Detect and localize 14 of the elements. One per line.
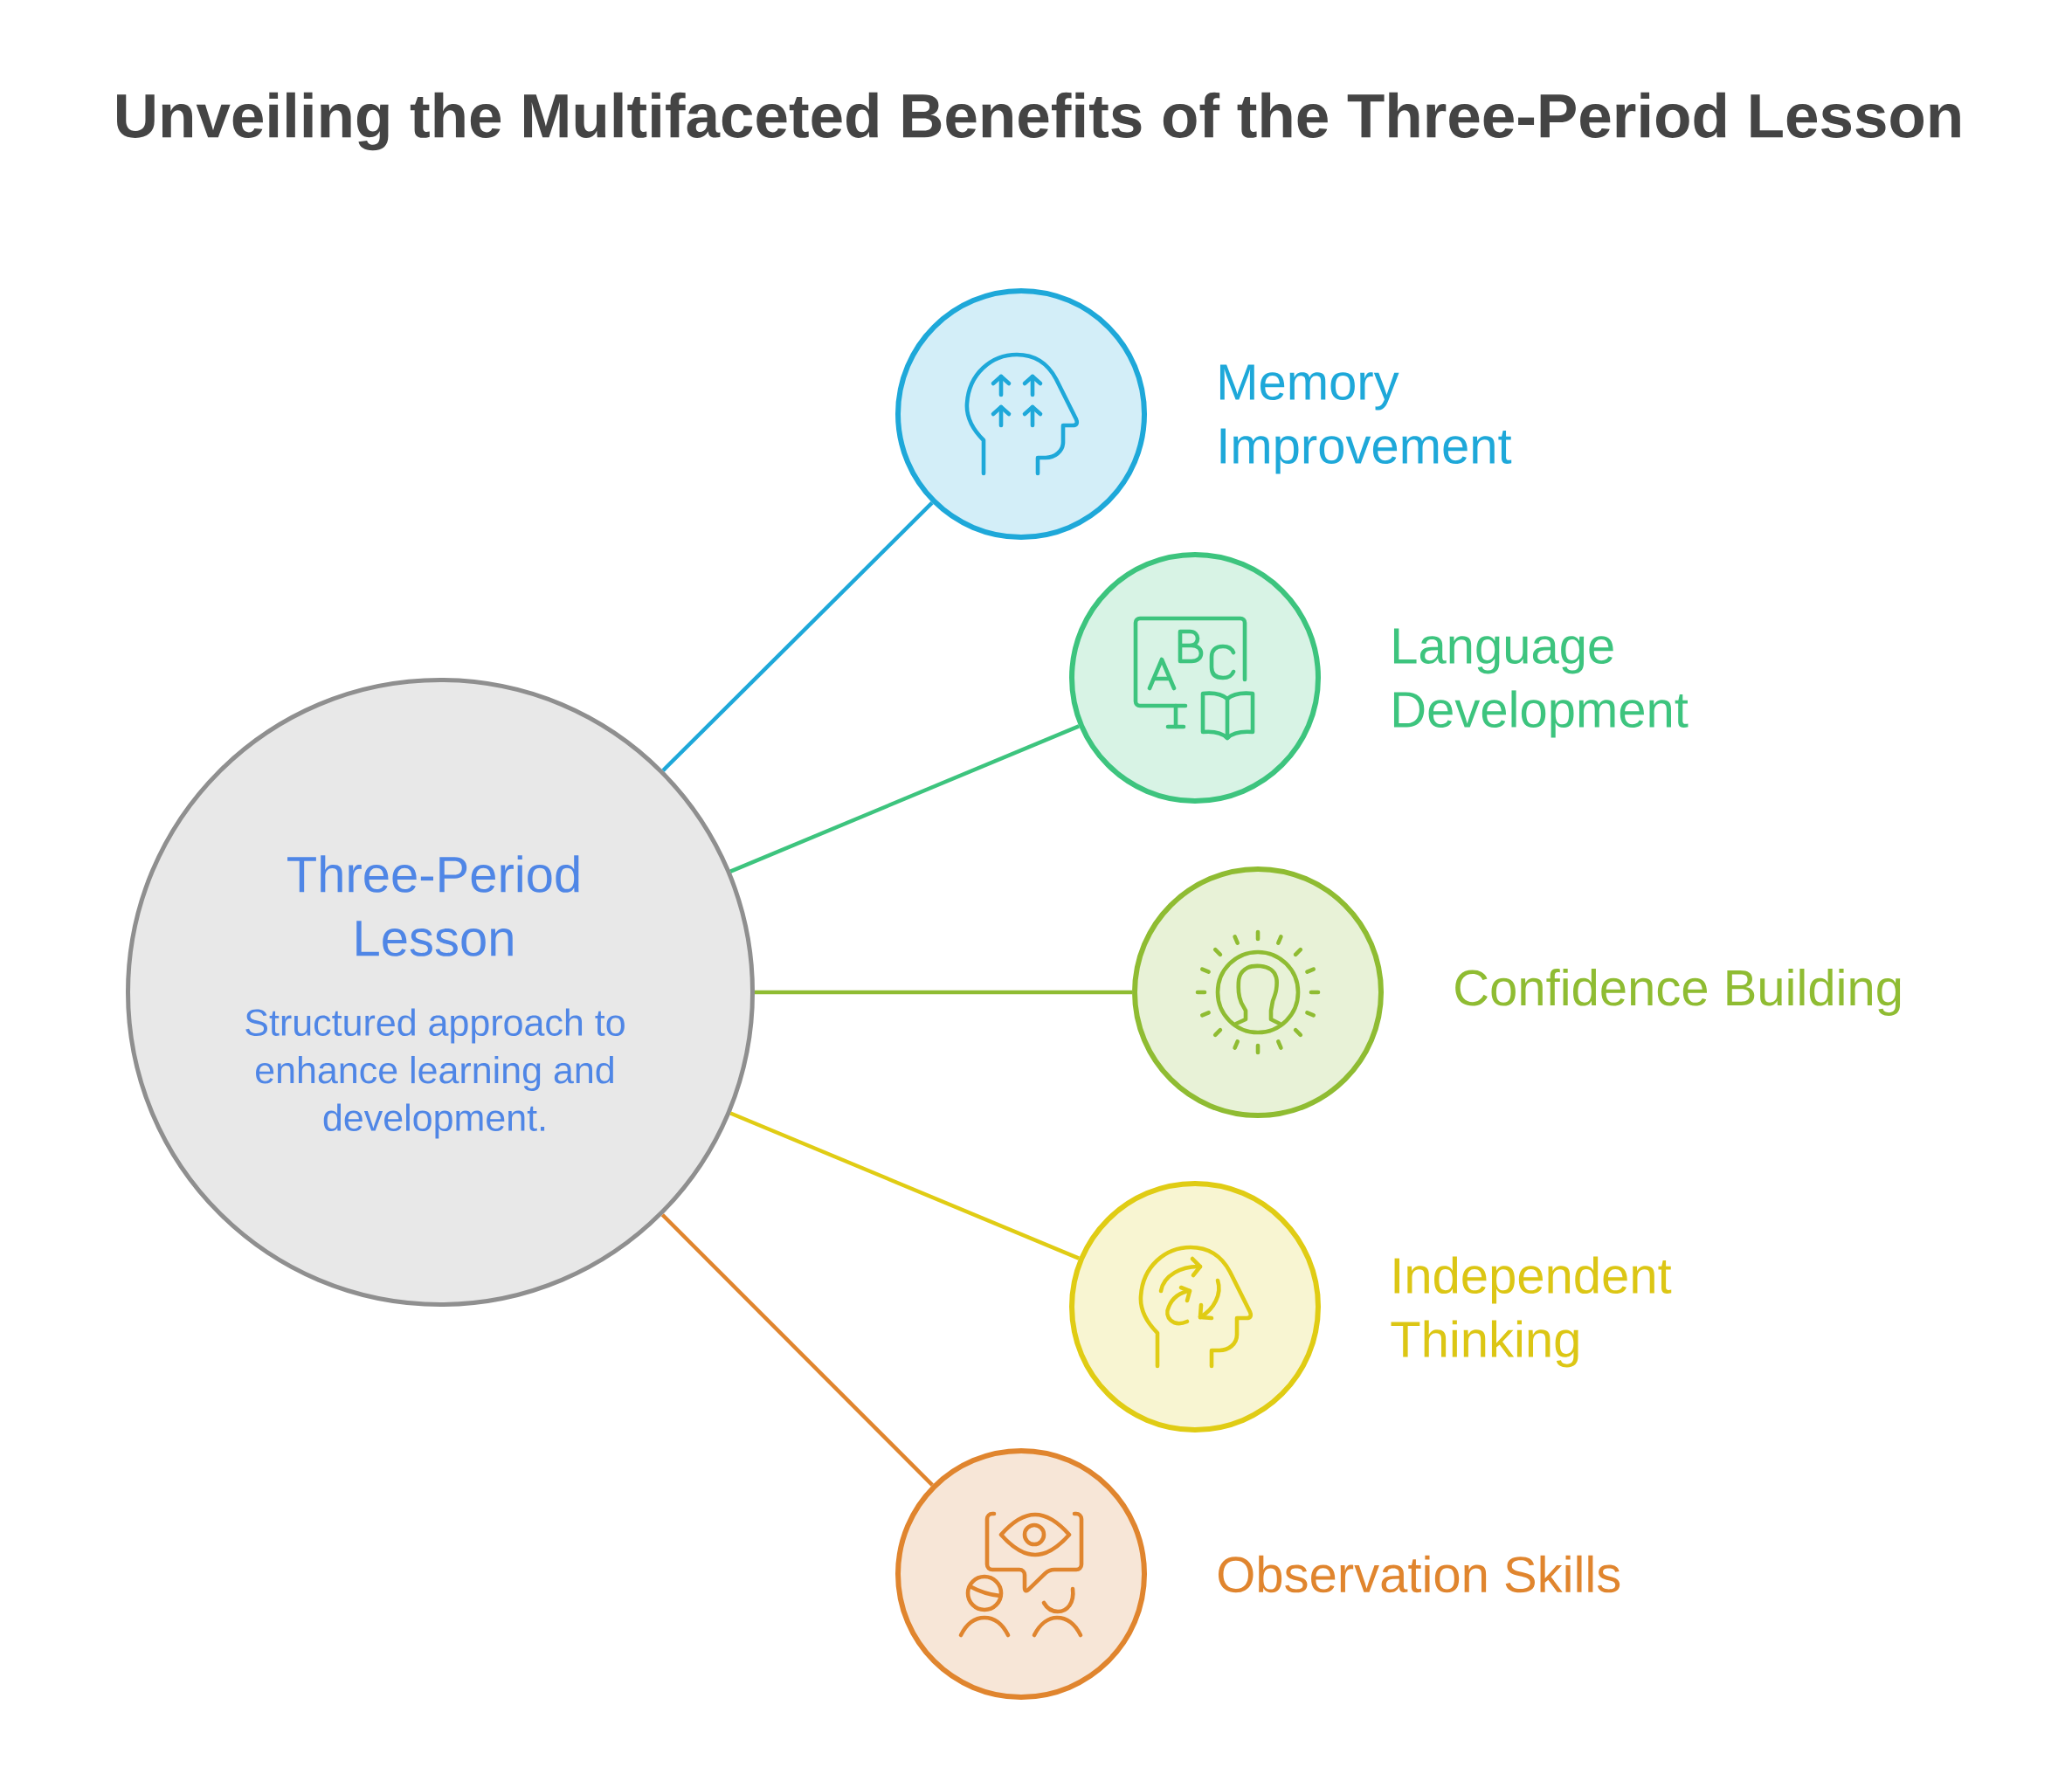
connector-line xyxy=(661,501,934,772)
topic-heading: Three-Period Lesson xyxy=(287,855,579,956)
connector-line xyxy=(660,1213,934,1487)
connector-line xyxy=(755,990,1132,995)
connector-line xyxy=(729,1111,1080,1260)
title: Unveiling the Multifaceted Benefits of the Three-Period Lesson xyxy=(117,92,1960,151)
topic-circle xyxy=(126,678,755,1307)
benefit-label: Language Development xyxy=(1393,628,1689,738)
benefit-label: Memory Improvement xyxy=(1219,364,1512,474)
benefit-label: Confidence Building xyxy=(1455,968,1901,1017)
benefit-label: Observation Skills xyxy=(1218,1555,1620,1593)
connector-line xyxy=(729,724,1080,873)
benefit-label: Independent Thinking xyxy=(1391,1256,1672,1368)
topic-description: Structured approach to enhance learning and development. xyxy=(245,1008,625,1139)
